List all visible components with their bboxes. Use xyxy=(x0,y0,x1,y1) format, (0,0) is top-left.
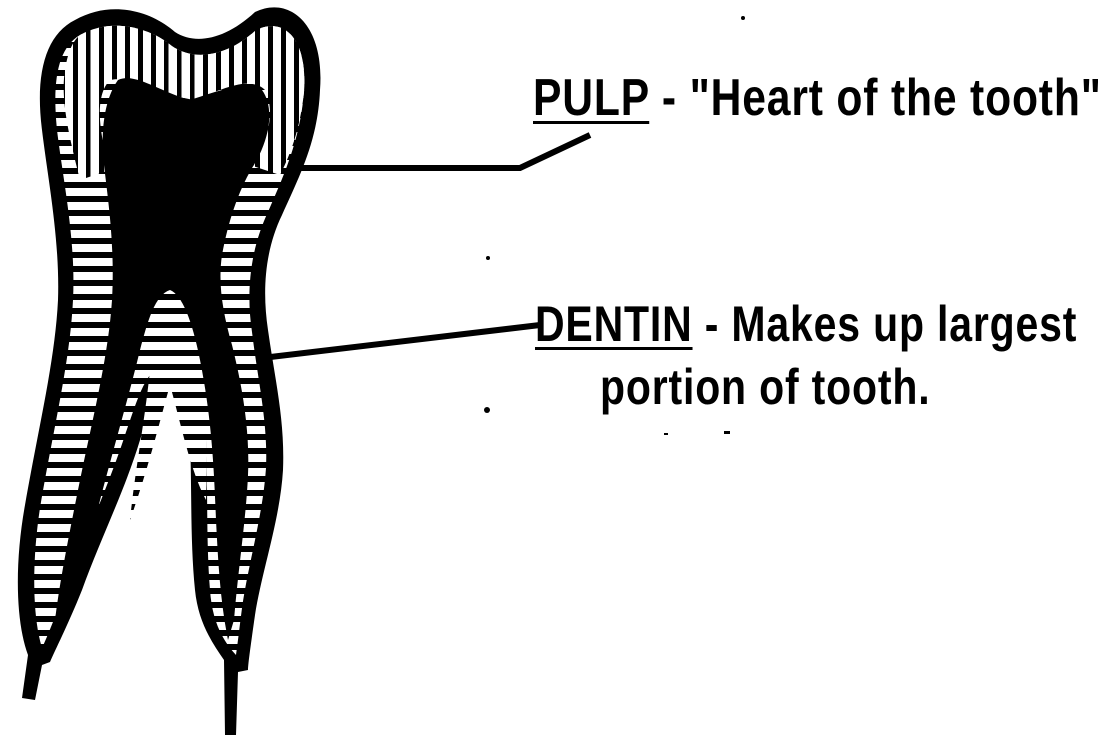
pulp-description: "Heart of the tooth" xyxy=(690,69,1098,127)
dentin-leader-line xyxy=(262,325,540,358)
speck xyxy=(724,431,730,434)
speck xyxy=(484,407,490,413)
pulp-leader-line xyxy=(300,135,590,168)
speck xyxy=(741,16,745,20)
speck xyxy=(486,256,490,260)
pulp-label: PULP - "Heart of the tooth" xyxy=(533,68,1098,128)
speck xyxy=(664,433,668,435)
dentin-term: DENTIN xyxy=(535,296,693,352)
pulp-separator: - xyxy=(649,69,689,127)
dentin-description-line2: portion of tooth. xyxy=(600,358,930,416)
pulp-term: PULP xyxy=(533,69,649,127)
dentin-description-line1: Makes up largest xyxy=(731,296,1077,352)
dentin-separator: - xyxy=(693,296,732,352)
dentin-label: DENTIN - Makes up largest xyxy=(535,295,1077,353)
